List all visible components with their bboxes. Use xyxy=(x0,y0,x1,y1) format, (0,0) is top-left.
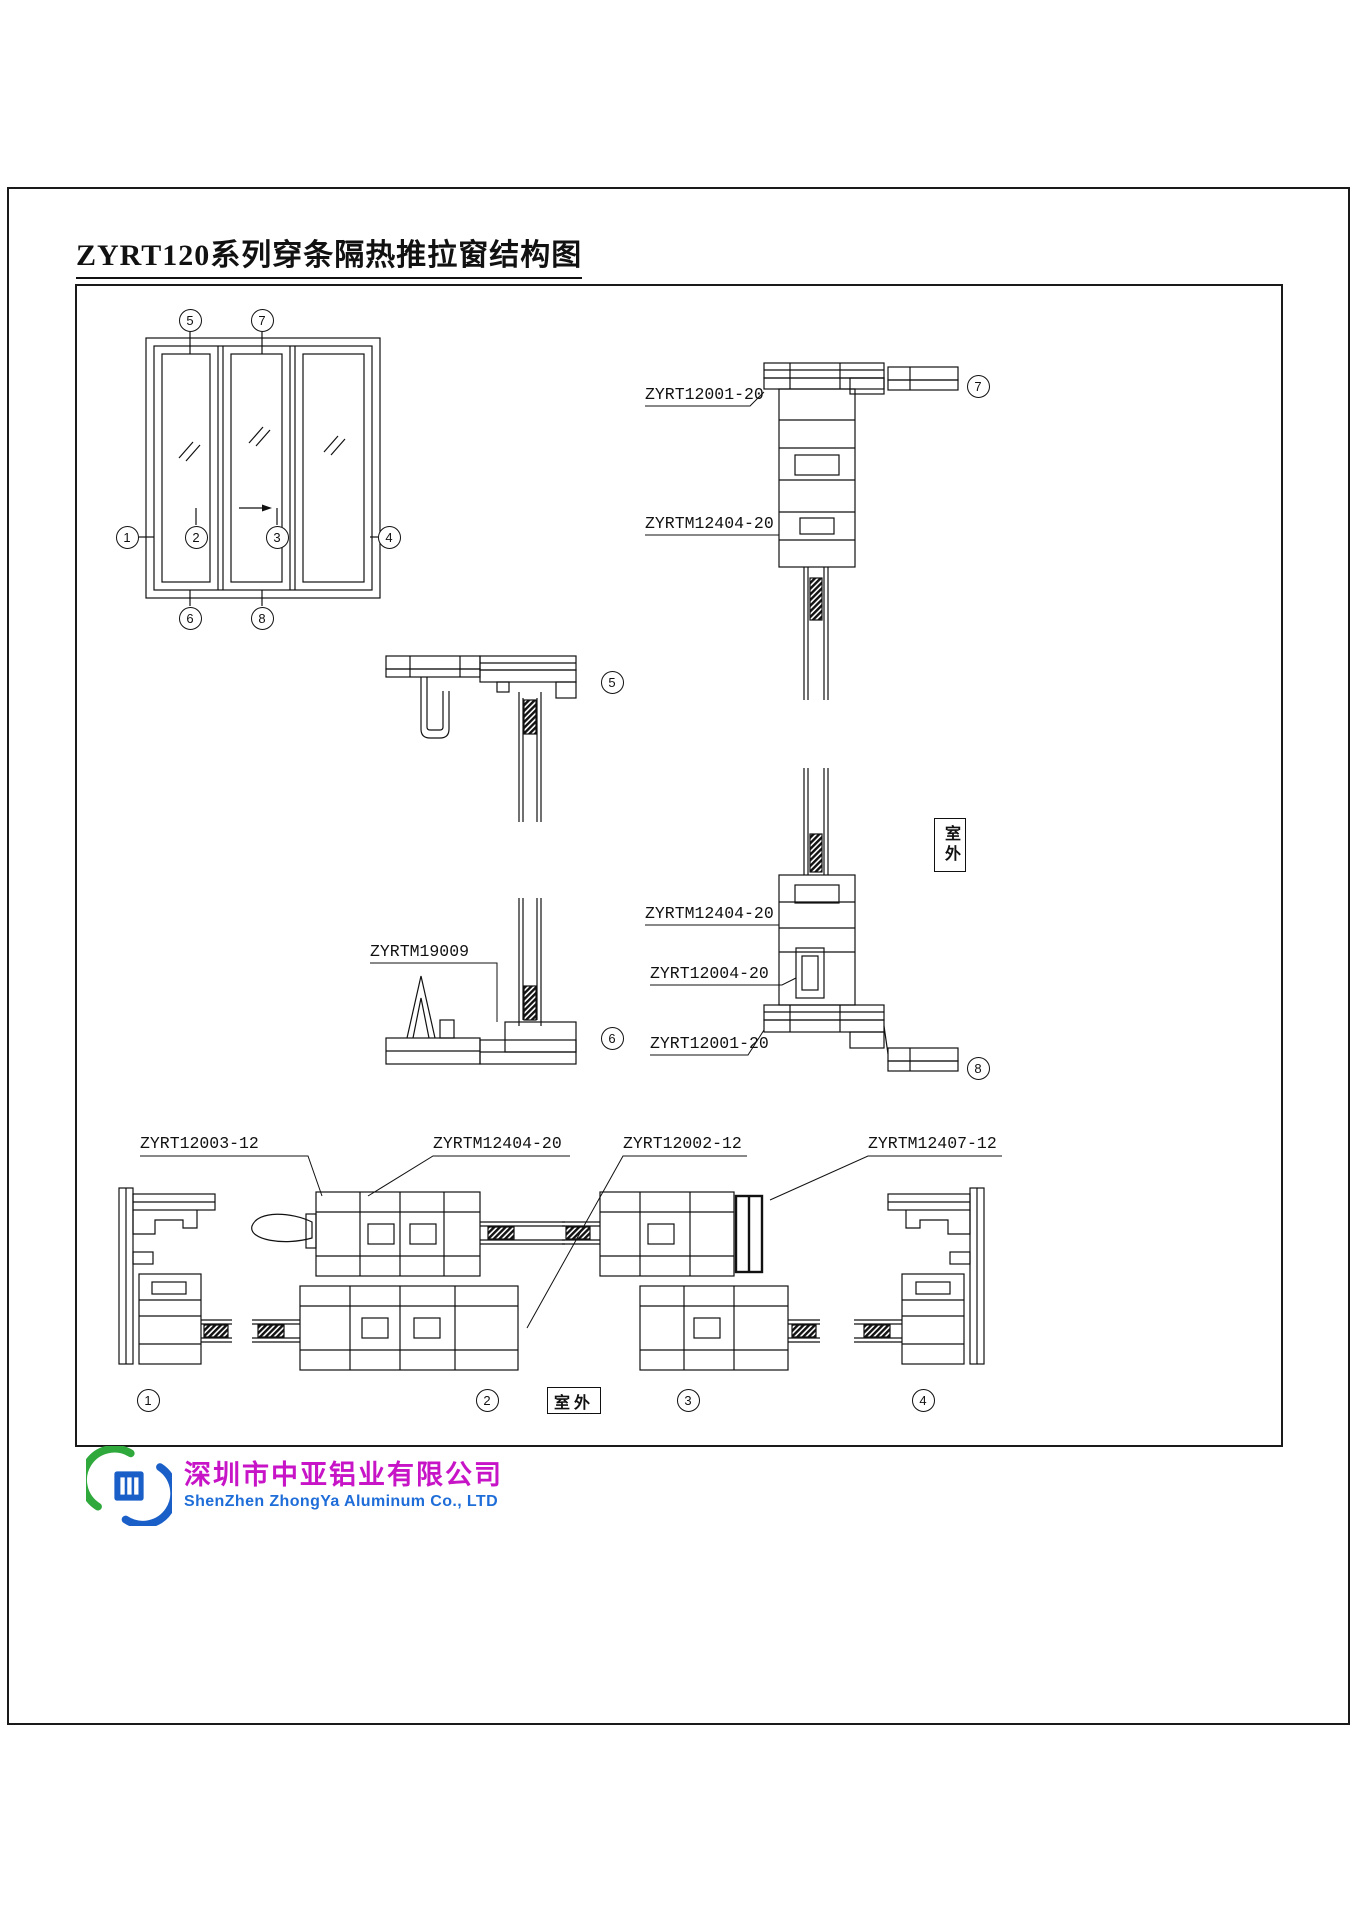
callout-2-section: 2 xyxy=(475,1388,499,1412)
callout-number: 7 xyxy=(974,378,982,394)
leader-lines xyxy=(140,391,1002,1329)
part-label-sash-rail-top: ZYRTM12404-20 xyxy=(645,514,774,533)
section-3-meeting-stile xyxy=(562,1191,820,1371)
part-label-interlock-cover: ZYRTM12407-12 xyxy=(868,1134,997,1153)
outdoor-label-vertical: 室外 xyxy=(934,818,966,872)
callout-number: 8 xyxy=(258,610,266,626)
part-label-sash-stile: ZYRTM12404-20 xyxy=(433,1134,562,1153)
callout-4-elevation: 4 xyxy=(377,525,401,549)
callout-3-elevation: 3 xyxy=(265,525,289,549)
outdoor-label-horizontal: 室外 xyxy=(547,1387,601,1414)
callout-2-elevation: 2 xyxy=(184,525,208,549)
callout-number: 4 xyxy=(385,529,393,545)
callout-number: 1 xyxy=(144,1392,152,1408)
callout-number: 8 xyxy=(974,1060,982,1076)
drawing-frame xyxy=(75,284,1283,1447)
part-label-sash-rail-bottom: ZYRTM12404-20 xyxy=(645,904,774,923)
callout-number: 2 xyxy=(483,1392,491,1408)
callout-6-elevation: 6 xyxy=(178,606,202,630)
callout-5-detail: 5 xyxy=(600,670,624,694)
callout-8-elevation: 8 xyxy=(250,606,274,630)
callout-number: 5 xyxy=(608,674,616,690)
callout-number: 2 xyxy=(192,529,200,545)
callout-7-detail: 7 xyxy=(966,374,990,398)
company-name-cn: 深圳市中亚铝业有限公司 xyxy=(184,1459,503,1490)
section-2-interlock xyxy=(251,1191,565,1371)
callout-4-section: 4 xyxy=(911,1388,935,1412)
callout-1-section: 1 xyxy=(136,1388,160,1412)
company-names: 深圳市中亚铝业有限公司 ShenZhen ZhongYa Aluminum Co… xyxy=(184,1459,503,1512)
callout-8-detail: 8 xyxy=(966,1056,990,1080)
company-logo xyxy=(86,1446,172,1526)
callout-number: 3 xyxy=(273,529,281,545)
part-label-head-frame: ZYRT12001-20 xyxy=(645,385,764,404)
section-1-jamb xyxy=(118,1187,232,1365)
callout-number: 1 xyxy=(123,529,131,545)
callout-5-elevation: 5 xyxy=(178,308,202,332)
callout-number: 5 xyxy=(186,312,194,328)
callout-number: 4 xyxy=(919,1392,927,1408)
section-4-jamb xyxy=(854,1187,985,1365)
part-label-meeting-stile: ZYRT12002-12 xyxy=(623,1134,742,1153)
detail-8-section xyxy=(763,768,959,1072)
callout-number: 7 xyxy=(258,312,266,328)
drawing-title: ZYRT120系列穿条隔热推拉窗结构图 xyxy=(76,230,583,279)
callout-number: 3 xyxy=(684,1392,692,1408)
callout-1-elevation: 1 xyxy=(115,525,139,549)
callout-number: 6 xyxy=(608,1030,616,1046)
callout-3-section: 3 xyxy=(676,1388,700,1412)
sheet-border xyxy=(7,187,1350,1725)
part-label-slide-insert: ZYRT12004-20 xyxy=(650,964,769,983)
company-name-en: ShenZhen ZhongYa Aluminum Co., LTD xyxy=(184,1493,499,1511)
callout-7-elevation: 7 xyxy=(250,308,274,332)
part-label-screen-rail: ZYRTM19009 xyxy=(370,942,470,961)
part-label-sill-frame: ZYRT12001-20 xyxy=(650,1034,769,1053)
elevation-view xyxy=(139,332,381,606)
callout-number: 6 xyxy=(186,610,194,626)
detail-7-section xyxy=(763,362,959,700)
detail-5-section xyxy=(385,655,577,822)
callout-6-detail: 6 xyxy=(600,1026,624,1050)
part-label-frame-jamb: ZYRT12003-12 xyxy=(140,1134,259,1153)
detail-6-section xyxy=(385,898,577,1065)
company-footer: 深圳市中亚铝业有限公司 ShenZhen ZhongYa Aluminum Co… xyxy=(86,1446,503,1526)
